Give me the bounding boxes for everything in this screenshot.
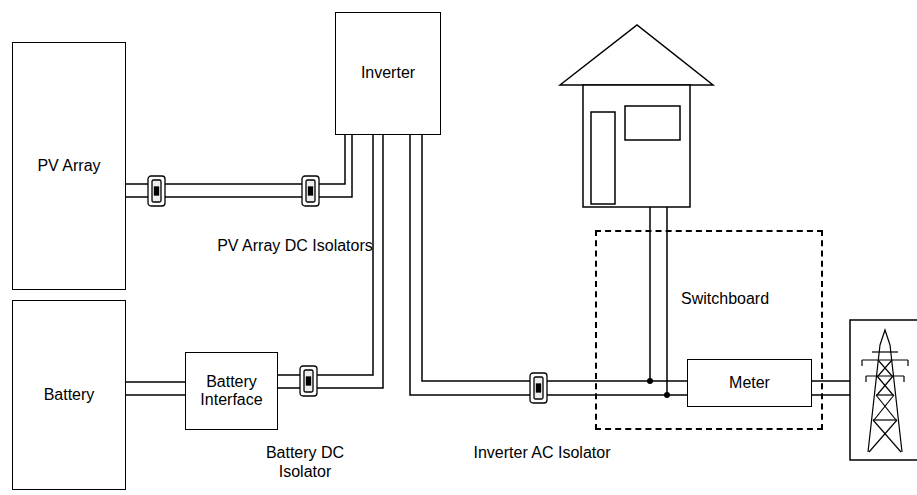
battery-box: Battery: [12, 300, 126, 490]
node-label: Meter: [725, 374, 774, 392]
isolator-label: PV Array DC Isolators: [200, 236, 390, 255]
inverter-box: Inverter: [335, 12, 441, 135]
switchboard-region: SwitchboardMeter: [595, 230, 823, 430]
house-feed-wire: [650, 207, 667, 395]
node-label: Switchboard: [681, 290, 769, 308]
wire-line: [126, 381, 185, 383]
house-icon: [560, 25, 713, 207]
grid-wire: [810, 381, 850, 395]
double-wire: [126, 382, 185, 395]
meter-box: Meter: [687, 359, 812, 407]
pylon-icon: [850, 320, 917, 460]
node-label: Inverter: [357, 64, 419, 82]
wire-line: [278, 135, 383, 388]
pv-array-box: PV Array: [12, 42, 126, 290]
isolator-label: Inverter AC Isolator: [472, 443, 612, 462]
wire-line: [126, 394, 185, 396]
node-label: PV Array: [33, 157, 104, 175]
battery-interface-box: Battery Interface: [185, 352, 278, 430]
node-label: Battery: [40, 386, 99, 404]
junction-dot: [647, 378, 670, 398]
node-label: Battery Interface: [186, 373, 277, 410]
double-wire: [278, 135, 383, 388]
isolator-label: Battery DC Isolator: [240, 443, 370, 481]
wire-line: [278, 135, 373, 375]
